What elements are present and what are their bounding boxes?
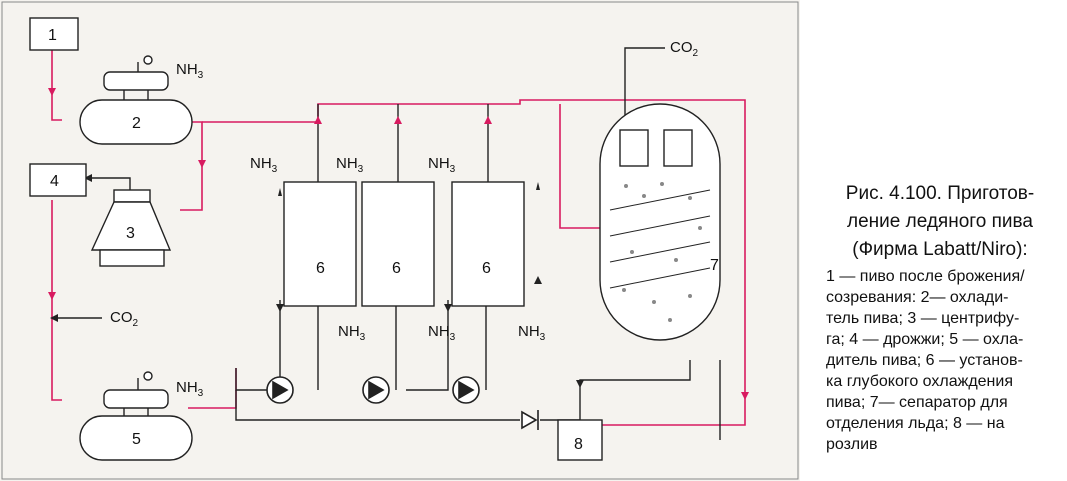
label-8: 8 [574, 436, 583, 453]
label-1: 1 [48, 27, 57, 44]
nh3-label-6c-bottom: NH3 [518, 323, 546, 343]
flow-arrows [48, 88, 749, 400]
label-6a: 6 [316, 260, 325, 277]
process-diagram: 1 2 3 4 5 6 6 6 7 8 NH3 NH3 NH3 NH3 NH3 … [0, 0, 800, 481]
co2-label-top: CO2 [670, 39, 699, 59]
legend-line: созревания: 2— охлади- [826, 289, 1009, 306]
legend-line: пива; 7— сепаратор для [826, 394, 1008, 411]
deep-cooling-units [283, 181, 525, 307]
label-4: 4 [50, 173, 59, 190]
co2-label-left: CO2 [110, 309, 139, 329]
legend-line: 1 — пиво после брожения/ [826, 268, 1025, 285]
legend-line: розлив [826, 436, 878, 453]
label-7: 7 [710, 257, 719, 274]
nh3-label-top: NH3 [176, 61, 204, 81]
cooler-2 [79, 55, 193, 145]
caption-title-line: Рис. 4.100. Приготов- [845, 183, 1035, 204]
box-4-yeast [29, 163, 87, 197]
nh3-label-6c-top: NH3 [428, 155, 456, 175]
box-1-beer-source [29, 17, 79, 51]
label-2: 2 [132, 115, 141, 132]
legend-line: дитель пива; 6 — установ- [826, 352, 1023, 369]
label-5: 5 [132, 431, 141, 448]
nh3-label-6a-top: NH3 [250, 155, 278, 175]
caption-title-line: ление ледяного пива [847, 211, 1033, 232]
legend-line: тель пива; 3 — центрифу- [826, 310, 1020, 327]
ice-separator-7 [599, 103, 721, 341]
nh3-label-6b-bottom: NH3 [428, 323, 456, 343]
caption-title-line: (Фирма Labatt/Niro): [852, 239, 1028, 260]
figure-caption-title: Рис. 4.100. Приготов- ление ледяного пив… [826, 180, 1054, 264]
nh3-label-6b-top: NH3 [336, 155, 364, 175]
legend-line: отделения льда; 8 — на [826, 415, 1005, 432]
centrifuge-3 [90, 189, 172, 267]
nh3-label-bottom: NH3 [176, 379, 204, 399]
ice-particles [622, 182, 702, 322]
black-arrows [50, 174, 584, 388]
nh3-label-6a-bottom: NH3 [338, 323, 366, 343]
label-6c: 6 [482, 260, 491, 277]
legend-line: га; 4 — дрожжи; 5 — охла- [826, 331, 1024, 348]
label-6b: 6 [392, 260, 401, 277]
figure-legend: 1 — пиво после брожения/ созревания: 2— … [826, 266, 1058, 455]
cooler-5 [79, 371, 193, 461]
pumps [266, 376, 480, 404]
box-8-bottling [557, 419, 603, 461]
check-valve [521, 410, 539, 430]
label-3: 3 [126, 225, 135, 242]
legend-line: ка глубокого охлаждения [826, 373, 1013, 390]
